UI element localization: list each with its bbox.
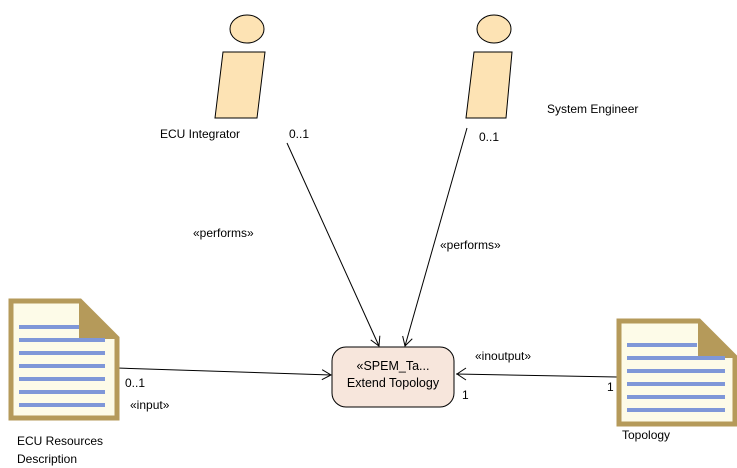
input-edge-ecu-resources[interactable] [116, 367, 333, 381]
inoutput-edge-topology[interactable] [455, 373, 618, 378]
document-fold-icon [79, 298, 120, 339]
multiplicity-system-engineer: 0..1 [479, 130, 500, 144]
artifact-name-ecu-resources-line2: Description [17, 452, 78, 466]
inoutput-arrowhead-icon [456, 367, 467, 381]
multiplicity-ecu-resources: 0..1 [125, 376, 146, 390]
document-lines-icon [19, 325, 105, 407]
role-head-icon [229, 14, 265, 44]
performs-label-ecu-integrator: «performs» [193, 226, 254, 240]
task-stereotype: «SPEM_Ta... [356, 359, 430, 373]
role-body-icon [465, 51, 513, 119]
artifact-name-ecu-resources-line1: ECU Resources [17, 434, 104, 448]
input-label: «input» [130, 398, 170, 412]
role-system-engineer[interactable] [465, 14, 513, 119]
role-name-system-engineer: System Engineer [547, 102, 639, 116]
performs-label-system-engineer: «performs» [440, 238, 501, 252]
multiplicity-topology-task-end: 1 [462, 388, 469, 402]
role-head-icon [476, 14, 512, 44]
multiplicity-topology-artifact-end: 1 [607, 380, 614, 394]
artifact-name-topology: Topology [622, 428, 671, 442]
multiplicity-ecu-integrator: 0..1 [289, 127, 310, 141]
role-body-icon [214, 51, 266, 119]
document-icon [8, 298, 120, 421]
performs-edge-system-engineer[interactable] [402, 127, 468, 347]
performs-edge-ecu-integrator[interactable] [286, 142, 381, 347]
document-lines-icon [627, 343, 725, 412]
artifact-ecu-resources-description[interactable] [8, 298, 120, 421]
artifact-topology[interactable] [616, 318, 737, 427]
role-name-ecu-integrator: ECU Integrator [160, 127, 241, 141]
inoutput-label: «inoutput» [475, 349, 532, 363]
document-fold-icon [698, 318, 737, 358]
task-name: Extend Topology [346, 376, 440, 390]
role-ecu-integrator[interactable] [214, 14, 266, 119]
task-extend-topology[interactable] [331, 346, 455, 408]
